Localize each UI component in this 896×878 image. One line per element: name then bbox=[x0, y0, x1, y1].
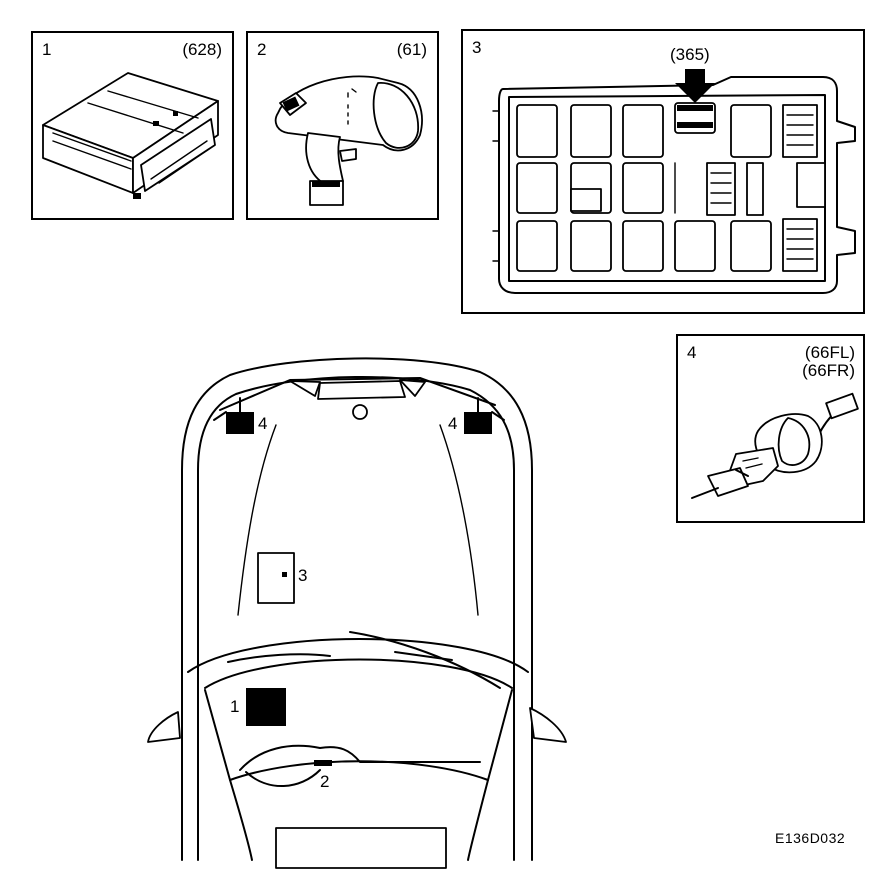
panel-4-number: 4 bbox=[687, 343, 697, 362]
label-right-sensor: 4 bbox=[448, 414, 458, 433]
panel-4-code-fl: (66FL) bbox=[804, 343, 855, 362]
panel-2-number: 2 bbox=[257, 40, 267, 59]
label-fuse-box: 3 bbox=[298, 566, 308, 585]
panel-3-number: 3 bbox=[472, 38, 482, 57]
switch-illustration bbox=[274, 75, 423, 206]
panel-3-fuse-box: 3 (365) bbox=[461, 29, 865, 314]
panel-2-code: (61) bbox=[396, 40, 427, 59]
panel-1-code: (628) bbox=[182, 40, 222, 59]
label-switch: 2 bbox=[320, 772, 330, 791]
panel-2-switch: 2 (61) bbox=[246, 31, 439, 220]
label-control-unit: 1 bbox=[230, 697, 240, 716]
panel-1-control-module: 1 (628) bbox=[31, 31, 234, 220]
panel-4-code-fr: (66FR) bbox=[802, 360, 855, 380]
label-left-sensor: 4 bbox=[258, 414, 268, 433]
fuse-box-illustration bbox=[492, 69, 856, 294]
panel-4-sensor: 4 (66FL) (66FR) bbox=[676, 334, 865, 523]
panel-1-number: 1 bbox=[42, 40, 52, 59]
reference-code: E136D032 bbox=[775, 830, 846, 846]
sensor-illustration bbox=[691, 392, 859, 499]
panel-4-codes: (66FL) (66FR) bbox=[802, 344, 855, 380]
control-module-illustration bbox=[42, 72, 219, 199]
panel-3-code: (365) bbox=[670, 45, 710, 64]
